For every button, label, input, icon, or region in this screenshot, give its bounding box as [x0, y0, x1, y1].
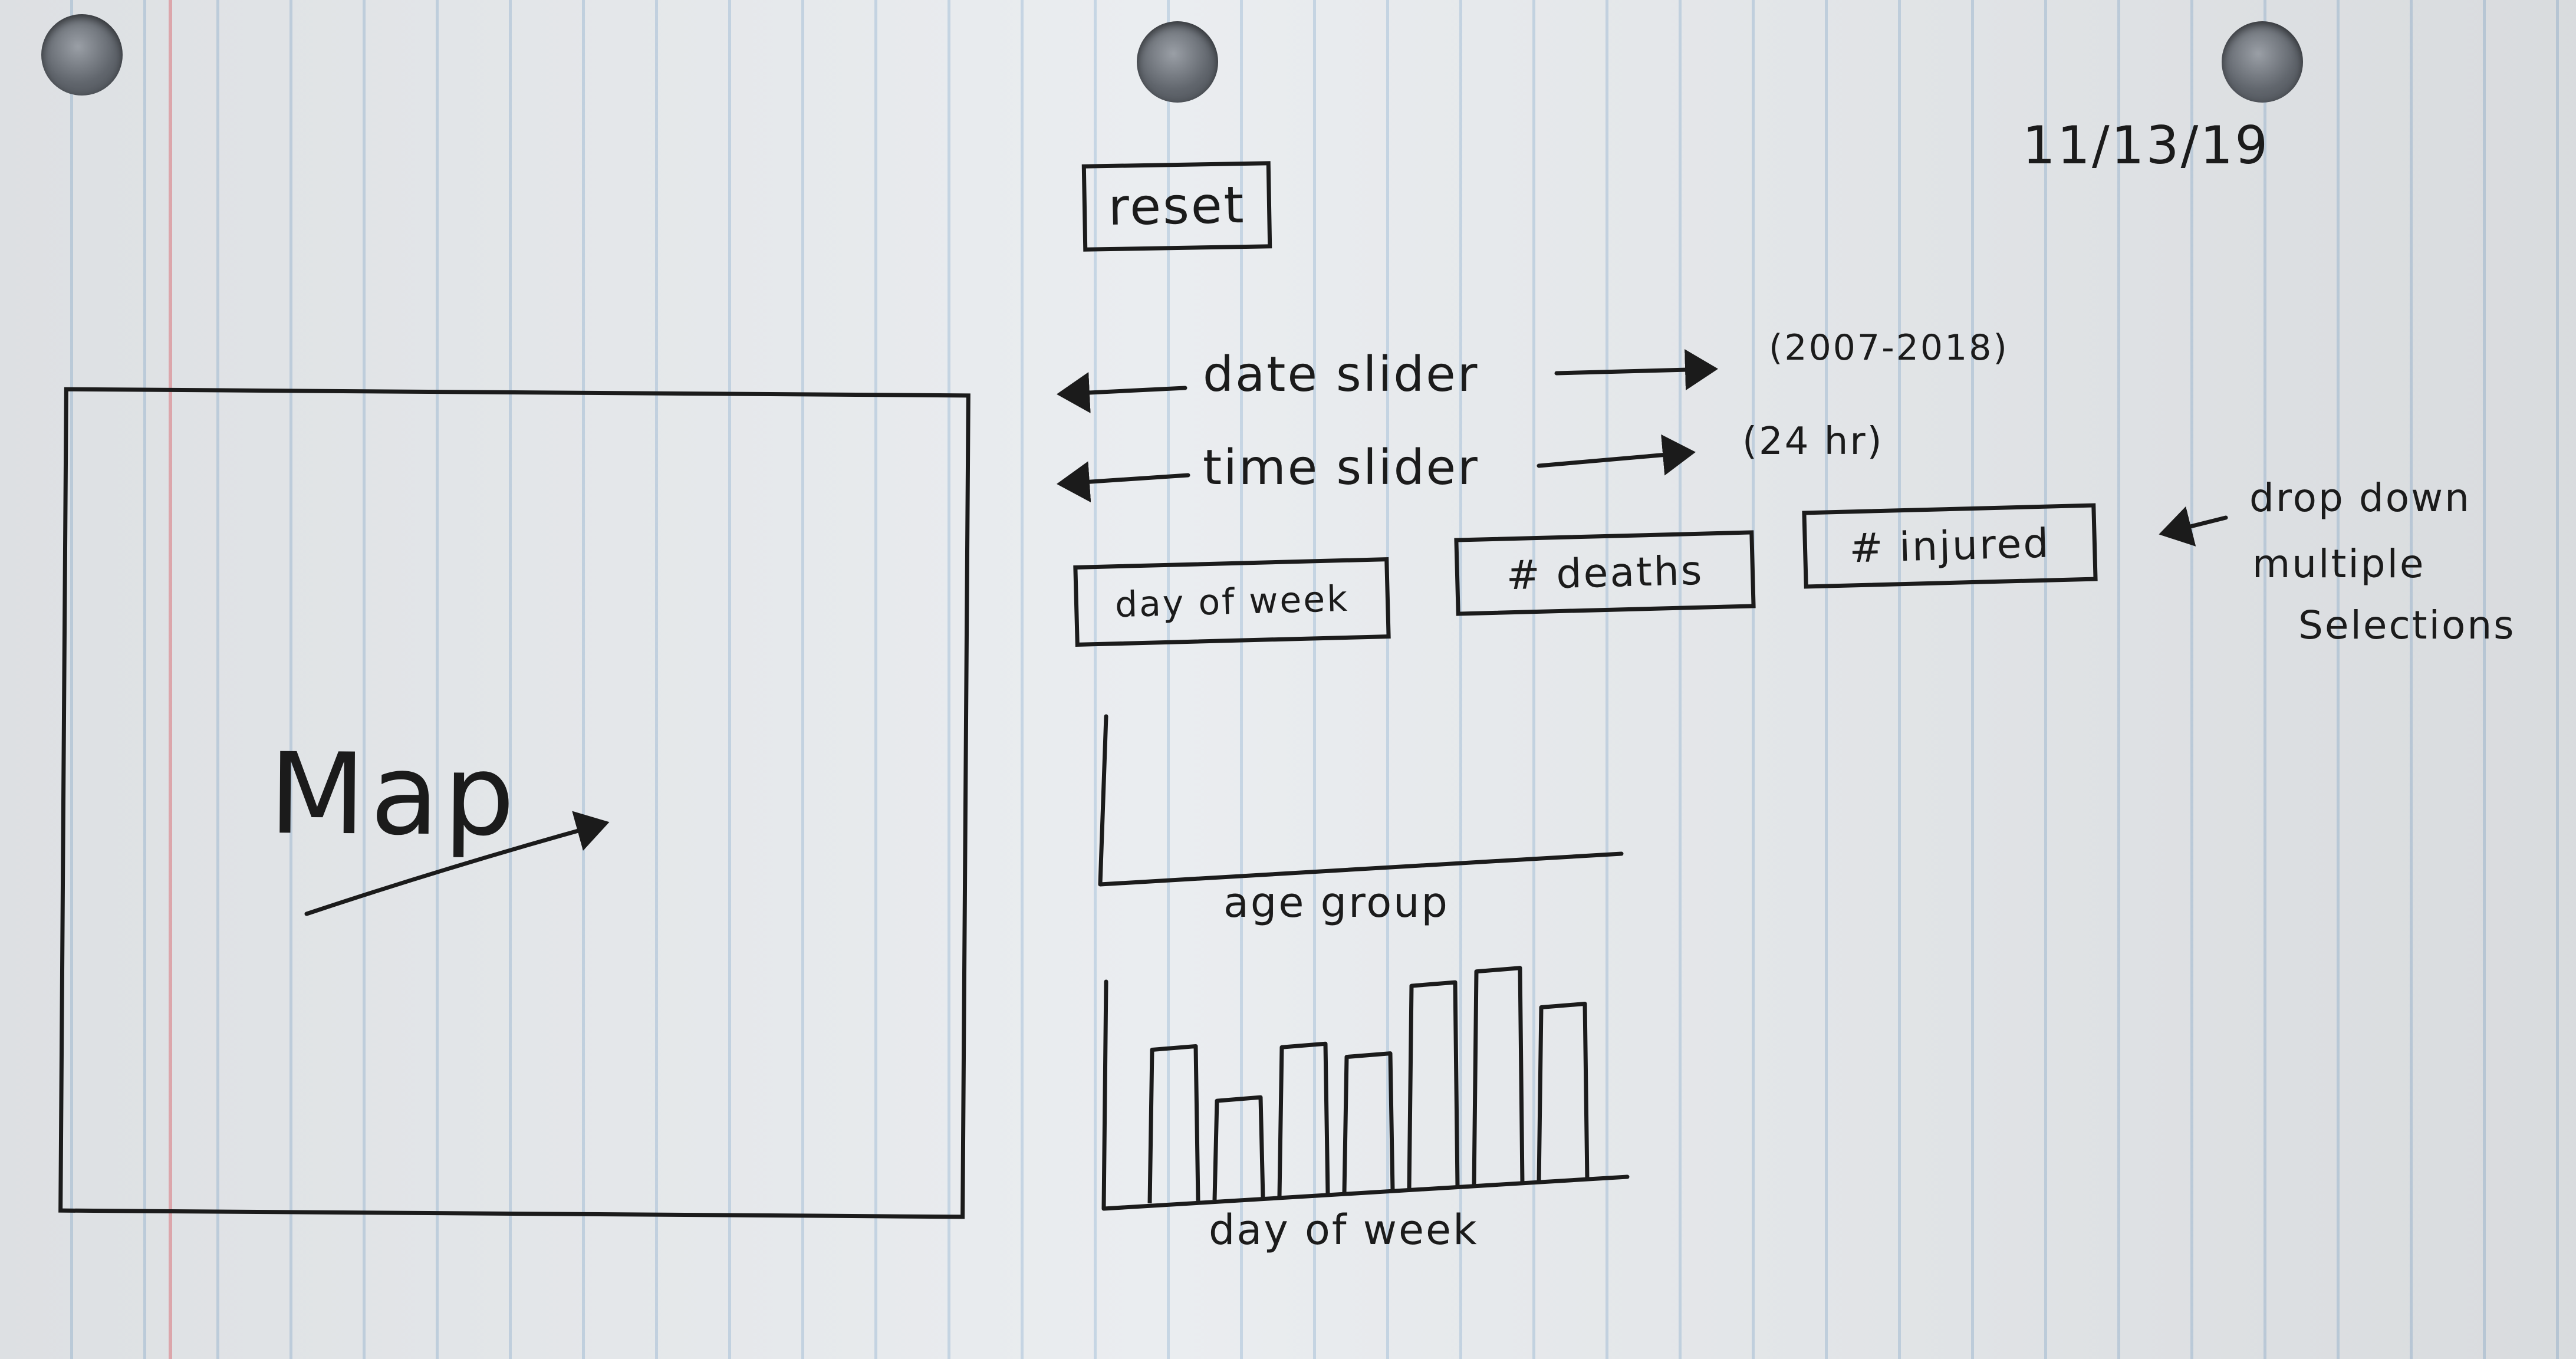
date-slider-right-arrow[interactable] — [1554, 349, 1718, 391]
day-of-week-bar — [1472, 966, 1525, 1186]
age-chart-axes — [1098, 714, 1624, 887]
dropdown-note-line3: Selections — [2298, 603, 2516, 648]
binder-hole-middle — [1137, 21, 1218, 103]
deaths-dropdown-label: # deaths — [1505, 547, 1705, 599]
day-of-week-dropdown[interactable]: day of week — [1073, 557, 1391, 647]
day-of-week-bar — [1537, 1002, 1590, 1183]
binder-hole-right — [2222, 21, 2303, 103]
map-arrow — [304, 811, 610, 916]
map-label: Map — [268, 729, 520, 861]
day-of-week-bar — [1147, 1044, 1200, 1203]
injured-dropdown-label: # injured — [1848, 520, 2051, 572]
time-slider-right-arrow[interactable] — [1537, 434, 1696, 476]
day-of-week-bars — [1147, 966, 1590, 1203]
date-slider-left-arrow[interactable] — [1057, 371, 1187, 413]
date-slider-range: (2007-2018) — [1769, 327, 2009, 368]
dropdown-note-line1: drop down — [2249, 475, 2471, 521]
sketch-date: 11/13/19 — [2022, 115, 2270, 176]
map-panel[interactable]: Map — [58, 387, 970, 1219]
date-slider-label: date slider — [1203, 347, 1479, 403]
dropdown-note-arrow — [2159, 506, 2228, 547]
dropdown-note-line2: multiple — [2252, 541, 2426, 587]
day-of-week-dropdown-label: day of week — [1114, 578, 1350, 626]
age-chart-x-label: age group — [1223, 878, 1449, 927]
day-of-week-bar — [1277, 1041, 1330, 1197]
time-slider-left-arrow[interactable] — [1057, 461, 1190, 503]
day-of-week-bar — [1342, 1051, 1395, 1193]
injured-dropdown[interactable]: # injured — [1802, 503, 2098, 589]
day-of-week-bar — [1407, 980, 1460, 1190]
time-slider-range: (24 hr) — [1742, 420, 1884, 463]
time-slider-label: time slider — [1203, 440, 1479, 496]
day-of-week-bar — [1212, 1095, 1265, 1200]
day-chart-axes — [1101, 979, 1630, 1211]
day-chart-x-label: day of week — [1209, 1206, 1479, 1254]
deaths-dropdown[interactable]: # deaths — [1454, 530, 1756, 616]
binder-hole-left — [41, 14, 123, 96]
